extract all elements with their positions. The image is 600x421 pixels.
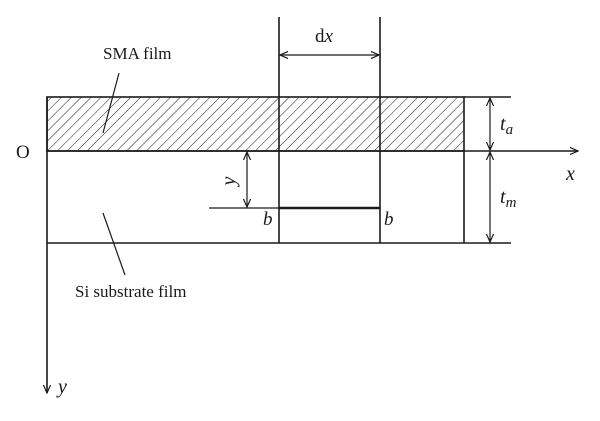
x-axis-label: x [565, 163, 575, 185]
b-left-label: b [263, 209, 273, 230]
substrate-leader-line [102, 212, 126, 276]
dx-x: x [324, 26, 334, 47]
b-right-label: b [384, 209, 394, 230]
film-leader-line [102, 72, 120, 134]
ta-t: t [500, 113, 506, 135]
dx-label: dx [315, 26, 334, 47]
sma-film-layer [46, 96, 465, 152]
y-dimension-label: y [218, 176, 240, 187]
tm-t: t [500, 186, 506, 208]
dx-d: d [315, 26, 325, 47]
substrate-label: Si substrate film [75, 282, 186, 301]
ta-subscript: a [506, 122, 514, 138]
sma-film-label: SMA film [103, 44, 172, 63]
origin-label: O [16, 142, 30, 163]
y-axis-label: y [56, 376, 67, 398]
tm-subscript: m [506, 195, 517, 211]
ta-label: ta [500, 113, 513, 138]
tm-label: tm [500, 186, 517, 211]
